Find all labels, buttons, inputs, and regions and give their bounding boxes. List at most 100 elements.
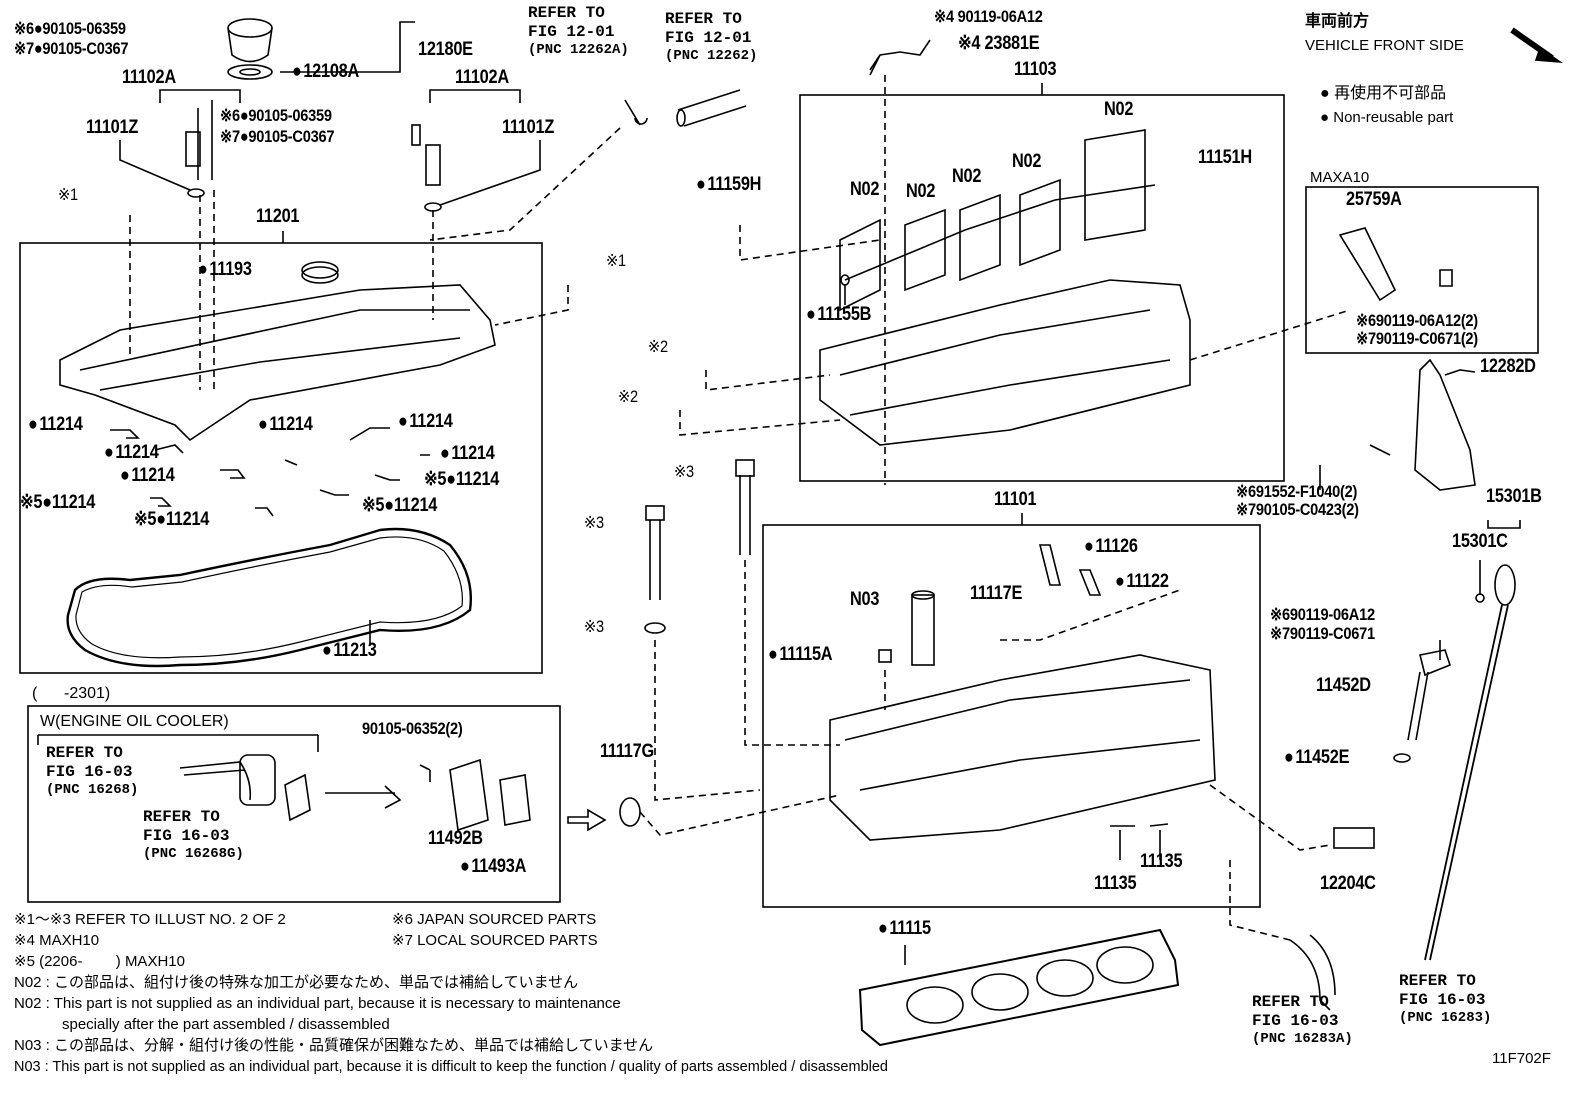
part-label-90119-06A12-top[interactable]: ※4 90119-06A12 (934, 7, 1043, 26)
refer-to-fig-16-03-d[interactable]: REFER TO FIG 16-03 (PNC 16283) (1399, 972, 1491, 1027)
part-label-25759A[interactable]: 25759A (1346, 189, 1402, 210)
refer-to-fig-16-03-c[interactable]: REFER TO FIG 16-03 (PNC 16283A) (1252, 993, 1353, 1048)
part-label-11214-5[interactable]: 11214 (440, 444, 495, 463)
ref-line: FIG 12-01 (665, 29, 752, 47)
note-mark-2-a: ※2 (648, 337, 668, 356)
vehicle-front-label-en: VEHICLE FRONT SIDE (1305, 37, 1464, 54)
part-label-90105-06359-b[interactable]: ※6●90105-06359 (220, 106, 332, 125)
refer-to-fig-16-03-a[interactable]: REFER TO FIG 16-03 (PNC 16268) (46, 744, 138, 799)
legend-jp-text: 再使用不可部品 (1334, 85, 1447, 102)
part-label-90119-C0671-r[interactable]: ※790119-C0671 (1270, 624, 1375, 643)
note-7: ※7 LOCAL SOURCED PARTS (392, 932, 598, 949)
part-label-23881E[interactable]: ※4 23881E (958, 33, 1040, 54)
part-label-11214-8[interactable]: ※5●11214 (20, 492, 96, 513)
part-label-11214-2[interactable]: 11214 (258, 415, 313, 434)
part-label-11214-10[interactable]: ※5●11214 (134, 509, 210, 530)
ref-line: (PNC 12262A) (528, 42, 629, 58)
oil-cooler-label: W(ENGINE OIL COOLER) (40, 713, 229, 730)
part-label-11492B[interactable]: 11492B (428, 828, 483, 849)
part-label-11135-b[interactable]: 11135 (1094, 873, 1137, 894)
part-label-11214-3[interactable]: 11214 (398, 412, 453, 431)
legend-en-text: Non-reusable part (1333, 109, 1454, 126)
part-label-90119-C0671-2[interactable]: ※790119-C0671(2) (1356, 329, 1478, 348)
part-label-11159H[interactable]: 11159H (696, 175, 761, 194)
drawing-id: 11F702F (1492, 1050, 1551, 1067)
part-label-11117E[interactable]: 11117E (970, 583, 1023, 604)
note-mark-3-c: ※3 (584, 617, 604, 636)
part-label-11117G[interactable]: 11117G (600, 741, 654, 762)
note-n02-en-1: N02 : This part is not supplied as an in… (14, 995, 621, 1012)
part-label-12108A[interactable]: 12108A (292, 62, 359, 81)
note-6: ※6 JAPAN SOURCED PARTS (392, 911, 597, 928)
part-label-11214-6[interactable]: 11214 (120, 466, 175, 485)
ref-line: (PNC 16268G) (143, 846, 244, 862)
part-label-11101[interactable]: 11101 (994, 489, 1037, 510)
part-label-90105-06352[interactable]: 90105-06352(2) (362, 719, 463, 738)
part-label-11102A-right[interactable]: 11102A (455, 67, 509, 88)
part-label-N02-4[interactable]: N02 (906, 181, 936, 202)
note-mark-1-a: ※1 (58, 185, 78, 204)
part-label-11214-9[interactable]: ※5●11214 (362, 495, 438, 516)
ref-line: REFER TO (1252, 993, 1329, 1011)
part-label-90105-C0423-2[interactable]: ※790105-C0423(2) (1236, 500, 1359, 519)
part-label-11115[interactable]: 11115 (878, 919, 931, 938)
ref-line: (PNC 16283A) (1252, 1031, 1353, 1047)
note-4: ※4 MAXH10 (14, 932, 100, 949)
part-label-11135-a[interactable]: 11135 (1140, 851, 1183, 872)
part-label-11101Z-right[interactable]: 11101Z (502, 117, 555, 138)
part-label-N02-2[interactable]: N02 (1012, 151, 1042, 172)
ref-line: (PNC 16283) (1399, 1010, 1492, 1026)
note-mark-1-b: ※1 (606, 251, 626, 270)
part-label-90105-C0367-b[interactable]: ※7●90105-C0367 (220, 127, 335, 146)
refer-to-fig-12-01-b[interactable]: REFER TO FIG 12-01 (PNC 12262) (665, 10, 757, 65)
part-label-11151H[interactable]: 11151H (1198, 147, 1252, 168)
date-range-label: ( -2301) (32, 685, 111, 702)
part-label-15301B[interactable]: 15301B (1486, 486, 1542, 507)
part-label-11201[interactable]: 11201 (256, 206, 300, 227)
ref-line: REFER TO (46, 744, 123, 762)
part-label-11193[interactable]: 11193 (198, 260, 252, 279)
maxa10-label: MAXA10 (1310, 169, 1370, 186)
part-label-N02-1[interactable]: N02 (1104, 99, 1134, 120)
part-label-11155B[interactable]: 11155B (806, 305, 871, 324)
legend-dot-icon: ● (1320, 85, 1330, 102)
note-mark-3-a: ※3 (674, 462, 694, 481)
refer-to-fig-16-03-b[interactable]: REFER TO FIG 16-03 (PNC 16268G) (143, 808, 244, 863)
part-label-N03[interactable]: N03 (850, 589, 880, 610)
part-label-11214-7[interactable]: ※5●11214 (424, 469, 500, 490)
part-label-N02-5[interactable]: N02 (850, 179, 880, 200)
note-n02-jp: N02 : この部品は、組付け後の特殊な加工が必要なため、単品では補給していませ… (14, 974, 579, 991)
part-label-11452E[interactable]: 11452E (1284, 748, 1349, 767)
part-label-11103[interactable]: 11103 (1014, 59, 1057, 80)
part-label-90119-06A12-2[interactable]: ※690119-06A12(2) (1356, 311, 1478, 330)
ref-line: REFER TO (665, 10, 742, 28)
part-label-91552-F1040-2[interactable]: ※691552-F1040(2) (1236, 482, 1358, 501)
ref-line: REFER TO (528, 4, 605, 22)
part-label-12204C[interactable]: 12204C (1320, 873, 1376, 894)
ref-line: FIG 16-03 (1399, 991, 1486, 1009)
part-label-11214-1[interactable]: 11214 (28, 415, 83, 434)
part-label-11452D[interactable]: 11452D (1316, 675, 1371, 696)
part-label-11493A[interactable]: 11493A (460, 857, 526, 876)
part-label-90119-06A12-r[interactable]: ※690119-06A12 (1270, 605, 1375, 624)
part-label-12180E[interactable]: 12180E (418, 39, 473, 60)
ref-line: REFER TO (143, 808, 220, 826)
part-label-11101Z-left[interactable]: 11101Z (86, 117, 139, 138)
part-label-12282D[interactable]: 12282D (1480, 356, 1536, 377)
part-label-90105-06359-a[interactable]: ※6●90105-06359 (14, 19, 126, 38)
part-label-11115A[interactable]: 11115A (768, 645, 832, 664)
part-label-15301C[interactable]: 15301C (1452, 531, 1508, 552)
note-1-3: ※1～※3 REFER TO ILLUST NO. 2 OF 2 (14, 911, 286, 928)
part-label-N02-3[interactable]: N02 (952, 166, 982, 187)
part-label-11214-4[interactable]: 11214 (104, 443, 159, 462)
part-label-11102A-left[interactable]: 11102A (122, 67, 176, 88)
part-label-11126[interactable]: 11126 (1084, 537, 1138, 556)
part-label-90105-C0367-a[interactable]: ※7●90105-C0367 (14, 39, 129, 58)
refer-to-fig-12-01-a[interactable]: REFER TO FIG 12-01 (PNC 12262A) (528, 4, 629, 59)
part-label-11122[interactable]: 11122 (1115, 572, 1169, 591)
note-n02-en-2: specially after the part assembled / dis… (62, 1016, 390, 1033)
legend-dot-icon-2: ● (1320, 109, 1330, 126)
vehicle-front-label-jp: 車両前方 (1305, 13, 1370, 30)
part-label-11213[interactable]: 11213 (322, 641, 377, 660)
